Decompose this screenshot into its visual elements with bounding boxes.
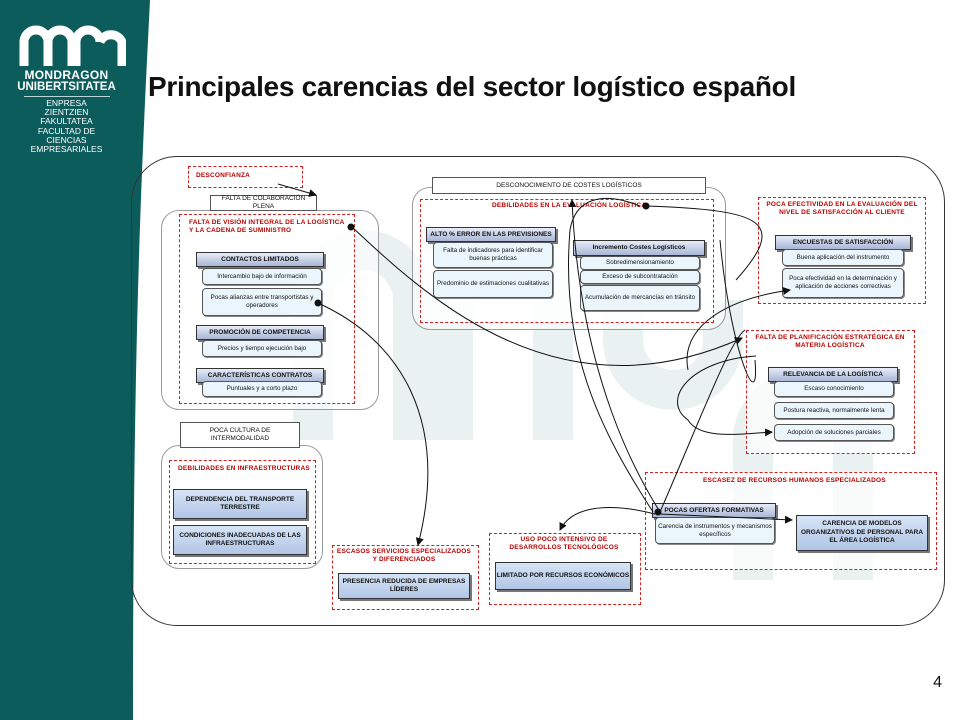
vision-integral-label: FALTA DE VISIÓN INTEGRAL DE LA LOGÍSTICA… bbox=[189, 219, 345, 234]
faculty-line: CIENCIAS bbox=[46, 135, 87, 145]
relevancia-header: RELEVANCIA DE LA LOGÍSTICA bbox=[768, 367, 898, 382]
falta-indicadores-box: Falta de indicadores para identificar bu… bbox=[433, 242, 553, 268]
faculty-line: ZIENTZIEN bbox=[44, 107, 89, 117]
encuestas-header: ENCUESTAS DE SATISFACCIÓN bbox=[775, 235, 911, 250]
sobredimensionamiento-box: Sobredimensionamiento bbox=[580, 256, 700, 270]
pocas-alianzas-box: Pocas alianzas entre transportistas y op… bbox=[202, 288, 322, 316]
page-number: 4 bbox=[933, 674, 942, 691]
promocion-header: PROMOCIÓN DE COMPETENCIA bbox=[196, 325, 324, 340]
mondragon-logo-icon bbox=[19, 25, 126, 66]
limitado-box: LIMITADO POR RECURSOS ECONÓMICOS bbox=[495, 562, 631, 590]
debilidades-eval-label: DEBILIDADES EN LA EVALUACIÓN LOGÍSTICA bbox=[492, 202, 647, 209]
carencia-modelos-box: CARENCIA DE MODELOS ORGANIZATIVOS DE PER… bbox=[796, 515, 928, 551]
incremento-costes-header: Incremento Costes Logísticos bbox=[573, 240, 705, 256]
sidebar bbox=[0, 0, 133, 720]
logo-divider bbox=[24, 96, 110, 97]
desconfianza-label: DESCONFIANZA bbox=[196, 172, 251, 179]
pocas-ofertas-header: POCAS OFERTAS FORMATIVAS bbox=[652, 503, 776, 518]
falta-colaboracion-box: FALTA DE COLABORACIÓN PLENA bbox=[210, 195, 317, 211]
puntuales-box: Puntuales y a corto plazo bbox=[202, 381, 322, 397]
debilidades-infra-label: DEBILIDADES EN INFRAESTRUCTURAS bbox=[178, 465, 310, 472]
diagram-frame bbox=[131, 156, 945, 626]
cultura-intermodalidad-box: POCA CULTURA DE INTERMODALIDAD bbox=[180, 422, 300, 448]
buena-aplicacion-box: Buena aplicación del instrumento bbox=[782, 249, 904, 266]
escasos-servicios-label: ESCASOS SERVICIOS ESPECIALIZADOS Y DIFER… bbox=[336, 548, 472, 563]
slide-title: Principales carencias del sector logísti… bbox=[148, 71, 796, 102]
escasez-rrhh-label: ESCASEZ DE RECURSOS HUMANOS ESPECIALIZAD… bbox=[703, 477, 886, 484]
acumulacion-box: Acumulación de mercancías en tránsito bbox=[580, 285, 700, 311]
faculty-line: ENPRESA bbox=[46, 98, 87, 108]
exceso-box: Exceso de subcontratación bbox=[580, 270, 700, 284]
carencia-instrumentos-box: Carencia de instrumentos y mecanismos es… bbox=[655, 517, 775, 544]
poca-efectividad-det-box: Poca efectividad en la determinación y a… bbox=[782, 268, 904, 298]
precios-box: Precios y tiempo ejecución bajo bbox=[202, 340, 322, 357]
faculty-line: FACULTAD DE bbox=[37, 126, 96, 136]
escaso-box: Escaso conocimiento bbox=[774, 381, 894, 397]
desconfianza-box bbox=[188, 166, 303, 188]
predominio-box: Predominio de estimaciones cualitativas bbox=[433, 270, 553, 298]
adopcion-box: Adopción de soluciones parciales bbox=[774, 424, 894, 441]
dependencia-box: DEPENDENCIA DEL TRANSPORTE TERRESTRE bbox=[173, 489, 307, 519]
condiciones-box: CONDICIONES INADECUADAS DE LAS INFRAESTR… bbox=[173, 525, 307, 555]
contactos-limitados-header: CONTACTOS LIMITADOS bbox=[196, 252, 324, 267]
presencia-box: PRESENCIA REDUCIDA DE EMPRESAS LÍDERES bbox=[338, 573, 470, 599]
uso-poco-label: USO POCO INTENSIVO DE DESARROLLOS TECNOL… bbox=[509, 536, 619, 551]
postura-box: Postura reactiva, normalmente lenta bbox=[774, 402, 894, 419]
logo-text-mondragon: MONDRAGON bbox=[24, 68, 109, 82]
alto-error-header: ALTO % ERROR EN LAS PREVISIONES bbox=[426, 227, 556, 242]
intercambio-box: Intercambio bajo de información bbox=[202, 268, 322, 285]
faculty-line: EMPRESARIALES bbox=[30, 144, 103, 154]
faculty-line: FAKULTATEA bbox=[40, 116, 93, 126]
desconocimiento-box: DESCONOCIMIENTO DE COSTES LOGÍSTICOS bbox=[432, 177, 706, 194]
poca-efectividad-label: POCA EFECTIVIDAD EN LA EVALUACIÓN DEL NI… bbox=[766, 201, 918, 216]
falta-planificacion-label: FALTA DE PLANIFICACIÓN ESTRATÉGICA EN MA… bbox=[755, 334, 905, 349]
logo-text-unibertsitatea: UNIBERTSITATEA bbox=[17, 81, 116, 93]
